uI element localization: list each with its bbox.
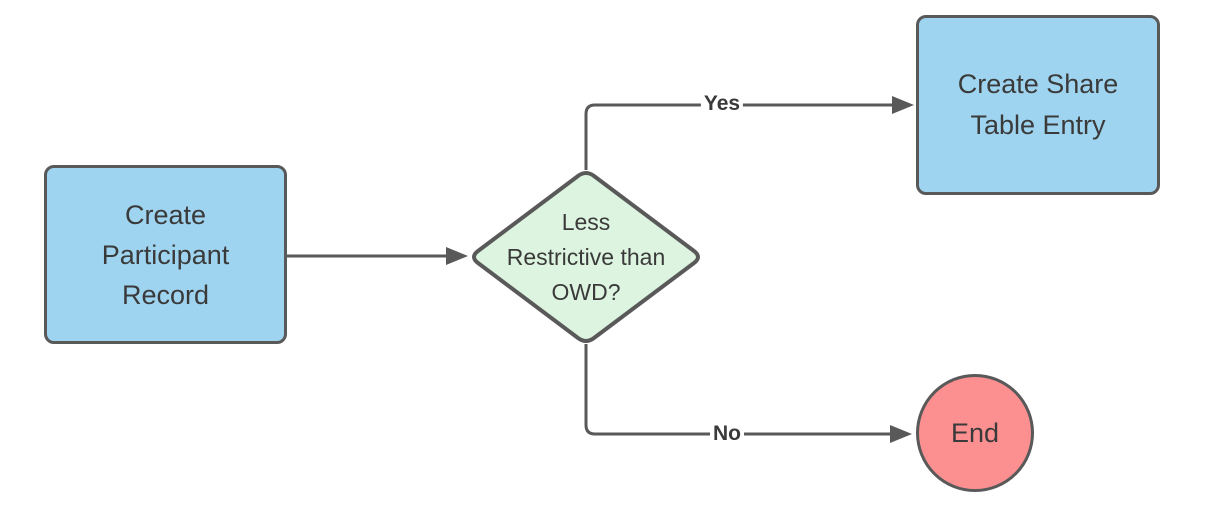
node-decision-less-restrictive-label: Less Restrictive than OWD? [506,209,666,305]
arrowhead-icon [446,247,468,265]
node-label: End [950,417,1000,448]
arrowhead-icon [890,425,912,443]
decision-diamond-shape [472,171,700,343]
node-create-share-table-entry: Create Share Table Entry [916,15,1160,195]
node-end: End [916,374,1034,492]
edge-decision-yes [584,103,892,170]
node-label: Create Participant Record [101,199,230,310]
node-create-participant-record: Create Participant Record [44,165,287,344]
node-label: Create Share Table Entry [957,69,1119,140]
arrowhead-icon [892,96,914,114]
edge-label-yes: Yes [700,92,744,116]
edge-label-no: No [710,422,744,446]
edge-decision-no [584,344,890,436]
